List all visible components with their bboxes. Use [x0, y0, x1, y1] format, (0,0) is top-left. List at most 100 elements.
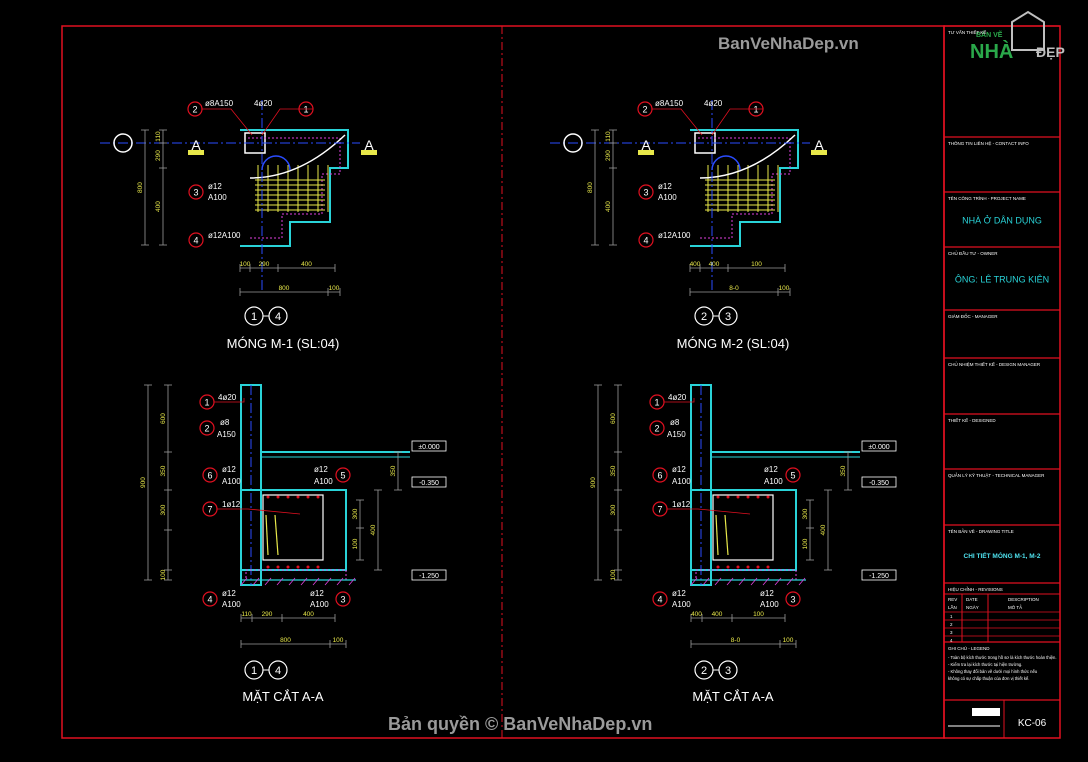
- grid-axis-label: 4: [275, 311, 281, 323]
- callout-number: 6: [207, 471, 212, 481]
- callout-leader: [652, 108, 703, 136]
- revision-header-vi: MÔ TẢ: [1008, 604, 1022, 610]
- dimension-label: 900: [140, 477, 147, 488]
- callout-label: A100: [764, 477, 783, 486]
- callout-label: ø12: [760, 589, 774, 598]
- title-block-rows: [944, 25, 1060, 738]
- callout-leader: [202, 108, 253, 136]
- level-label: -1.250: [419, 573, 439, 580]
- callout-number: 1: [204, 398, 209, 408]
- dimension-label: 290: [259, 261, 270, 268]
- drawing-title: MÓNG M-1 (SL:04): [227, 336, 340, 351]
- callout-tag: [202, 467, 218, 483]
- dimension-label: 8-0: [731, 637, 741, 644]
- section-mark-bar: [188, 150, 204, 155]
- section-mark: A: [814, 137, 824, 153]
- dimension-label: 8-0: [729, 285, 739, 292]
- section-mark: A: [641, 137, 651, 153]
- footing-rebar-cage: [712, 494, 774, 561]
- dimension-label: 600: [160, 413, 167, 424]
- watermark-bottom: Bản quyền © BanVeNhaDep.vn: [388, 714, 652, 734]
- callout-tag: [335, 467, 351, 483]
- revision-row-number: 1: [950, 614, 953, 619]
- callout-label: ø12A100: [658, 231, 691, 240]
- dimension-label: 100: [333, 637, 344, 644]
- dimension-label: 400: [709, 261, 720, 268]
- title-block-border: [943, 25, 1061, 739]
- callout-label: A100: [310, 600, 329, 609]
- revision-header: DATE: [966, 597, 978, 602]
- callout-number: 1: [303, 105, 308, 115]
- callout-number: 3: [790, 595, 795, 605]
- callout-number: 2: [192, 105, 197, 115]
- level-marker: [411, 476, 447, 488]
- section-mark-bar: [361, 150, 377, 155]
- callout-label: ø12: [672, 589, 686, 598]
- tb-row-caption: GIÁM ĐỐC - MANAGER: [948, 313, 998, 319]
- tb-row-caption: THIẾT KẾ - DESIGNED: [948, 417, 996, 423]
- callout-label: 1ø12: [222, 500, 241, 509]
- level-label: ±0.000: [868, 444, 889, 451]
- grid-axis-label: 4: [275, 665, 281, 677]
- callout-leader: [667, 508, 751, 515]
- tb-row-caption: TÊN BẢN VẼ - DRAWING TITLE: [948, 527, 1014, 534]
- logo-line3: ĐẸP: [1036, 44, 1065, 60]
- callout-number: 3: [193, 188, 198, 198]
- dimension-label: 350: [840, 465, 847, 476]
- tb-row-caption: TÊN CÔNG TRÌNH - PROJECT NAME: [948, 194, 1026, 201]
- callout-label: ø12A100: [208, 231, 241, 240]
- callout-number: 2: [654, 424, 659, 434]
- footing-outline: [690, 129, 799, 247]
- callout-tag: [649, 420, 665, 436]
- grid-axis-label: 1: [251, 665, 257, 677]
- dimension-label: 800: [279, 285, 290, 292]
- dimension-label: 110: [605, 131, 612, 142]
- dimension-label: 290: [155, 150, 162, 161]
- footing-outline: [240, 129, 349, 247]
- drawing-title: MẶT CẮT A-A: [692, 689, 773, 704]
- dimension-label: 400: [712, 611, 723, 618]
- callout-tag: [202, 591, 218, 607]
- level-label: -1.250: [869, 573, 889, 580]
- revision-row-number: 4: [950, 638, 953, 643]
- tb-row-caption: CHỦ NHIỆM THIẾT KẾ - DESIGN MANAGER: [948, 360, 1041, 367]
- callout-number: 5: [790, 471, 795, 481]
- dimension-label: 100: [329, 285, 340, 292]
- callout-label: ø12: [310, 589, 324, 598]
- callout-label: ø12: [672, 465, 686, 474]
- dimension-label: 350: [390, 465, 397, 476]
- callout-number: 2: [204, 424, 209, 434]
- callout-label: ø8A150: [205, 99, 234, 108]
- callout-number: 4: [207, 595, 212, 605]
- dimension-label: 300: [352, 508, 359, 519]
- notes-caption: GHI CHÚ - LEGEND: [948, 645, 990, 651]
- dimension-label: 400: [301, 261, 312, 268]
- dimension-label: 100: [753, 611, 764, 618]
- callout-label: 4ø20: [254, 99, 273, 108]
- dimension-label: 100: [160, 569, 167, 580]
- dimension-label: 300: [160, 504, 167, 515]
- section-mark-bar: [638, 150, 654, 155]
- revision-row-number: 3: [950, 630, 953, 635]
- callout-leader: [711, 108, 763, 136]
- grid-axis-label: 3: [725, 665, 731, 677]
- callout-tag: [785, 591, 801, 607]
- level-marker: [861, 476, 897, 488]
- note-line: không có sự chấp thuận của đơn vị thiết …: [948, 676, 1029, 681]
- footing-rebar-cage: [262, 494, 324, 561]
- callout-label: A100: [314, 477, 333, 486]
- callout-label: ø8A150: [655, 99, 684, 108]
- tb-row-caption: QUẢN LÝ KỸ THUẬT - TECHNICAL MANAGER: [948, 472, 1045, 478]
- callout-number: 2: [642, 105, 647, 115]
- callout-label: 1ø12: [672, 500, 691, 509]
- callout-label: 4ø20: [668, 393, 687, 402]
- level-marker: [411, 569, 447, 581]
- dimension-label: 290: [262, 611, 273, 618]
- callout-label: ø12: [208, 182, 222, 191]
- callout-tag: [652, 591, 668, 607]
- revision-row-number: 2: [950, 622, 953, 627]
- grid-axis-label: 1: [251, 311, 257, 323]
- note-line: - Toàn bộ kích thước trong hồ sơ là kích…: [948, 655, 1057, 660]
- dimension-label: 400: [370, 524, 377, 535]
- grid-axis-label: 2: [701, 665, 707, 677]
